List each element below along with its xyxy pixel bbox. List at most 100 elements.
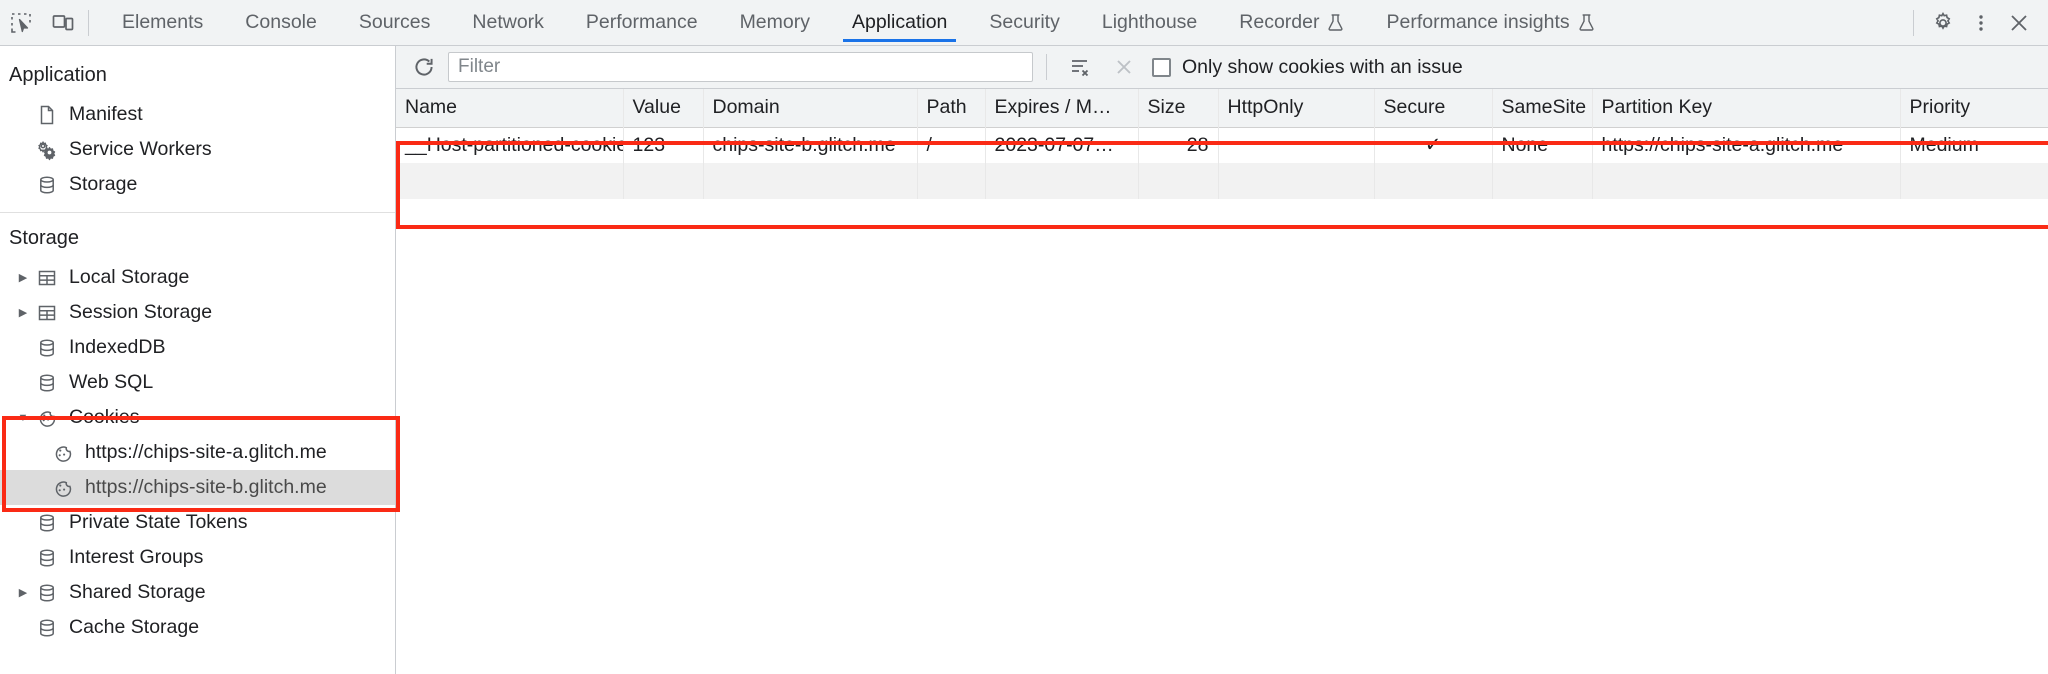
sidebar-item-local-storage[interactable]: ▶ Local Storage (0, 260, 395, 295)
tab-security[interactable]: Security (968, 0, 1080, 46)
sidebar-item-storage[interactable]: ▶ Storage (0, 167, 395, 202)
tab-label: Performance insights (1386, 11, 1570, 33)
sidebar-item-private-state-tokens[interactable]: ▶ Private State Tokens (0, 505, 395, 540)
column-header-size[interactable]: Size (1138, 89, 1219, 128)
tab-label: Memory (739, 11, 810, 33)
more-vertical-icon[interactable] (1962, 2, 2000, 44)
sidebar-item-interest-groups[interactable]: ▶ Interest Groups (0, 540, 395, 575)
chevron-right-icon[interactable]: ▶ (18, 272, 28, 284)
tab-label: Lighthouse (1101, 11, 1198, 33)
clear-filtered-icon[interactable] (1060, 49, 1100, 85)
sidebar-item-indexeddb[interactable]: ▶ IndexedDB (0, 330, 395, 365)
gears-icon (32, 139, 62, 161)
cell-empty (623, 163, 704, 199)
device-toolbar-icon[interactable] (42, 2, 84, 44)
column-header-partition-key[interactable]: Partition Key (1592, 89, 1901, 128)
sidebar-item-cache-storage[interactable]: ▶ Cache Storage (0, 610, 395, 645)
cookies-panel: Filter Only show cookies with an issue (396, 46, 2048, 674)
cell-expires[interactable]: 2023-07-07… (985, 127, 1139, 163)
column-header-domain[interactable]: Domain (703, 89, 918, 128)
sidebar-item-cookies-chips-site-b[interactable]: https://chips-site-b.glitch.me (0, 470, 395, 505)
column-header-secure[interactable]: Secure (1374, 89, 1493, 128)
sidebar-item-shared-storage[interactable]: ▶ Shared Storage (0, 575, 395, 610)
sidebar-item-web-sql[interactable]: ▶ Web SQL (0, 365, 395, 400)
cell-empty (985, 163, 1139, 199)
table-body: __Host-partitioned-cookie 123 chips-site… (396, 127, 2048, 199)
sidebar-item-label: IndexedDB (69, 335, 166, 358)
cookies-table: Name Value Domain Path Expires / M… Size… (396, 89, 2048, 199)
sidebar-item-label: Private State Tokens (69, 510, 248, 533)
database-icon (32, 617, 62, 639)
chevron-down-icon[interactable]: ▼ (17, 411, 29, 424)
experiment-flask-icon (1578, 13, 1595, 32)
column-header-path[interactable]: Path (917, 89, 986, 128)
gear-icon[interactable] (1924, 2, 1962, 44)
tab-label: Sources (358, 11, 431, 33)
tab-network[interactable]: Network (451, 0, 565, 46)
sidebar-item-session-storage[interactable]: ▶ Session Storage (0, 295, 395, 330)
sidebar-item-label: Local Storage (69, 265, 190, 288)
cell-path[interactable]: / (917, 127, 986, 163)
cell-empty (1492, 163, 1593, 199)
tab-performance[interactable]: Performance (565, 0, 719, 46)
devtools-tabbar: Elements Console Sources Network Perform… (0, 0, 2048, 46)
tab-application[interactable]: Application (831, 0, 968, 46)
column-header-samesite[interactable]: SameSite (1492, 89, 1593, 128)
tab-label: Network (472, 11, 544, 33)
column-header-httponly[interactable]: HttpOnly (1218, 89, 1375, 128)
table-icon (32, 302, 62, 324)
tab-recorder[interactable]: Recorder (1218, 0, 1365, 46)
cell-empty (1374, 163, 1493, 199)
cell-partition-key[interactable]: https://chips-site-a.glitch.me (1592, 127, 1901, 163)
cell-value[interactable]: 123 (623, 127, 704, 163)
tab-label: Recorder (1239, 11, 1320, 33)
toolbar-divider (1913, 10, 1914, 36)
close-icon[interactable] (2000, 2, 2038, 44)
sidebar-item-label: Cache Storage (69, 615, 200, 638)
sidebar-item-label: Shared Storage (69, 580, 206, 603)
cell-empty (1900, 163, 2048, 199)
tab-memory[interactable]: Memory (719, 0, 831, 46)
inspect-element-icon[interactable] (0, 2, 42, 44)
sidebar-item-service-workers[interactable]: ▶ Service Workers (0, 132, 395, 167)
filter-input[interactable]: Filter (448, 52, 1033, 82)
cell-size[interactable]: 28 (1138, 127, 1219, 163)
sidebar-item-label: Session Storage (69, 300, 213, 323)
chevron-right-icon[interactable]: ▶ (18, 307, 28, 319)
tab-performance-insights[interactable]: Performance insights (1365, 0, 1615, 46)
tab-label: Elements (122, 11, 204, 33)
chevron-right-icon[interactable]: ▶ (18, 587, 28, 599)
checkbox-box[interactable] (1152, 57, 1171, 77)
cell-secure[interactable]: ✓ (1374, 127, 1493, 163)
checkbox-label: Only show cookies with an issue (1182, 55, 1463, 78)
sidebar-item-manifest[interactable]: ▶ Manifest (0, 97, 395, 132)
sidebar-item-label: Manifest (69, 102, 143, 125)
cell-domain[interactable]: chips-site-b.glitch.me (703, 127, 918, 163)
column-header-value[interactable]: Value (623, 89, 704, 128)
cell-httponly[interactable] (1218, 127, 1375, 163)
only-show-issues-checkbox[interactable]: Only show cookies with an issue (1152, 56, 1463, 79)
sidebar-item-label: Interest Groups (69, 545, 204, 568)
refresh-icon[interactable] (404, 49, 444, 85)
clear-all-icon[interactable] (1104, 49, 1144, 85)
tab-sources[interactable]: Sources (338, 0, 452, 46)
column-header-priority[interactable]: Priority (1900, 89, 2048, 128)
experiment-flask-icon (1327, 13, 1344, 32)
column-header-expires[interactable]: Expires / M… (985, 89, 1139, 128)
toolbar-divider (88, 9, 89, 36)
sidebar-item-label: https://chips-site-a.glitch.me (85, 440, 327, 463)
tab-console[interactable]: Console (224, 0, 338, 46)
cookie-icon (32, 407, 62, 429)
database-icon (32, 174, 62, 196)
cell-name[interactable]: __Host-partitioned-cookie (396, 127, 624, 163)
tab-lighthouse[interactable]: Lighthouse (1081, 0, 1218, 46)
sidebar-item-label: Service Workers (69, 137, 212, 160)
cell-samesite[interactable]: None (1492, 127, 1593, 163)
cell-empty (703, 163, 918, 199)
cell-priority[interactable]: Medium (1900, 127, 2048, 163)
column-header-name[interactable]: Name (396, 89, 624, 128)
tab-elements[interactable]: Elements (101, 0, 224, 46)
sidebar-item-cookies-chips-site-a[interactable]: https://chips-site-a.glitch.me (0, 435, 395, 470)
table-row[interactable]: __Host-partitioned-cookie 123 chips-site… (396, 127, 2048, 163)
sidebar-item-cookies[interactable]: ▼ Cookies (0, 400, 395, 435)
